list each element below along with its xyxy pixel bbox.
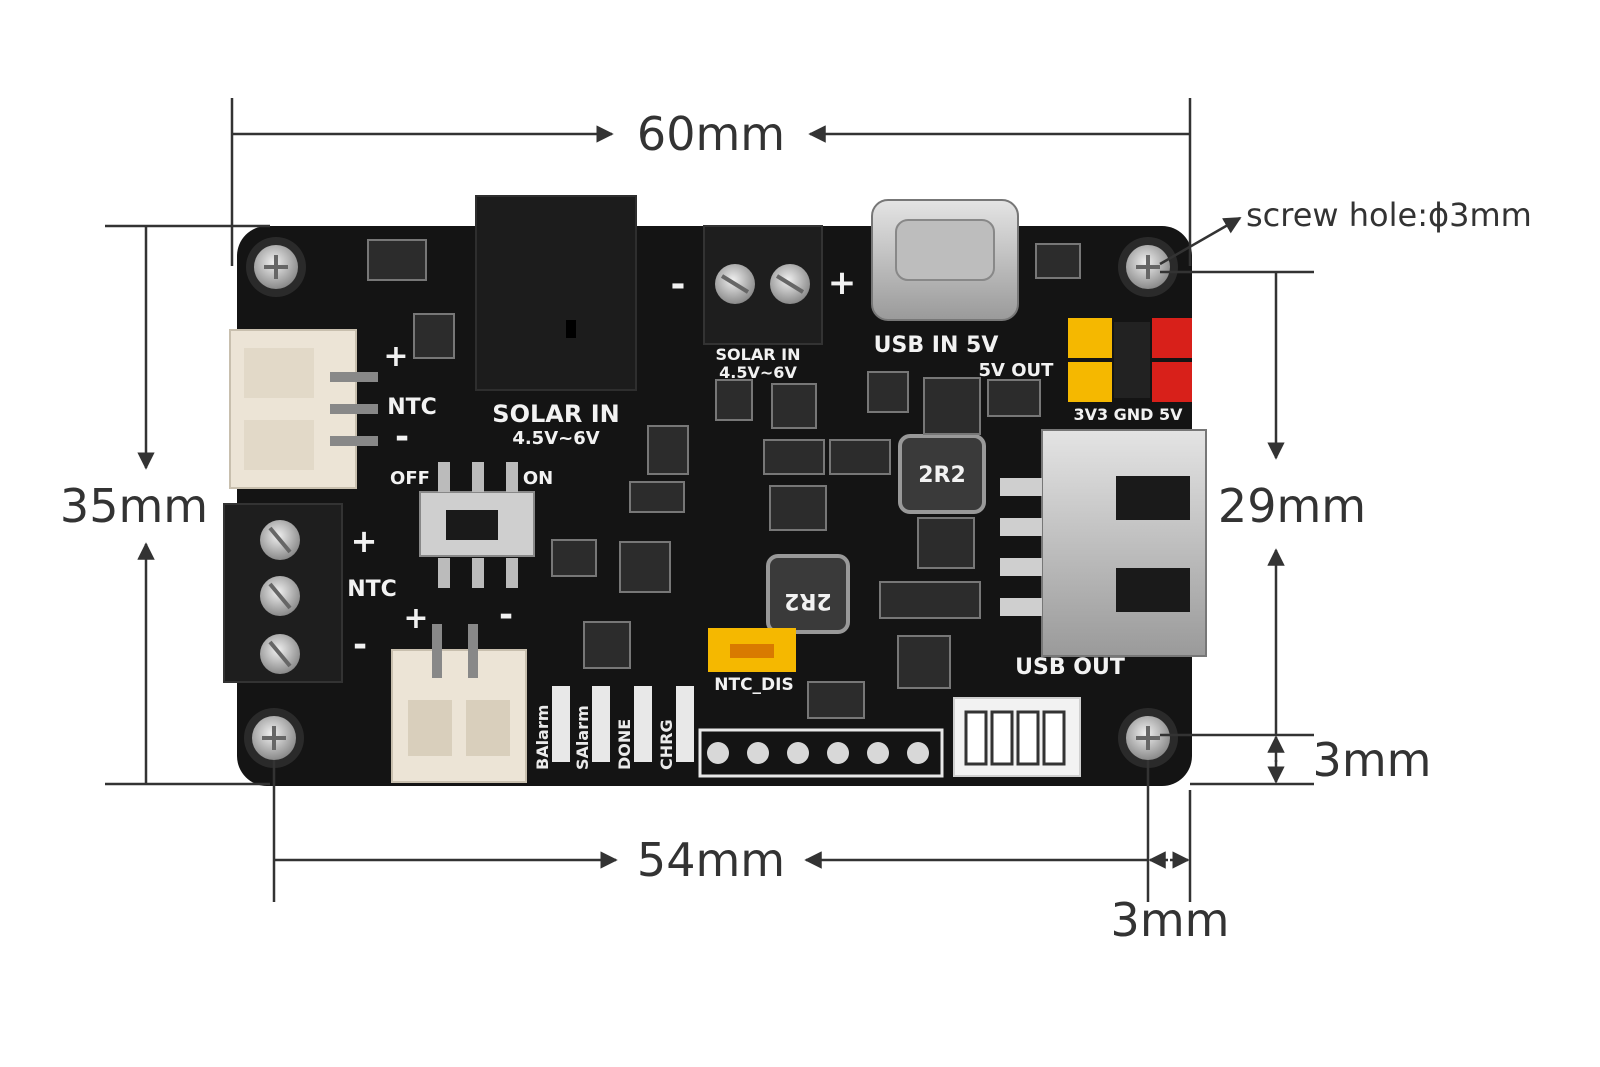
inductor-top — [898, 434, 986, 514]
usb-a-port — [1000, 429, 1207, 657]
power-slide-switch — [419, 462, 535, 588]
gpio-pin-row — [698, 728, 944, 778]
bottom-width-label: 54mm — [637, 833, 785, 887]
screw-hole-label: screw hole:ϕ3mm — [1246, 196, 1532, 234]
pin-header-jumpers — [1068, 318, 1192, 402]
battery-jst-connector — [391, 624, 527, 783]
off-label: OFF — [390, 468, 430, 489]
ntc-screw-terminal — [223, 503, 343, 683]
plus-sign-solar: + — [828, 263, 857, 303]
bottom-margin-label: 3mm — [1111, 893, 1230, 947]
ntc-top-label: NTC — [387, 395, 437, 420]
usb-c-port — [871, 199, 1019, 321]
silkscreen-labels: SOLAR IN 4.5V~6V SOLAR IN 4.5V~6V USB IN… — [347, 263, 1183, 770]
usb-out-label: USB OUT — [1015, 655, 1125, 680]
minus-sign-solar: - — [671, 264, 686, 305]
dimension-labels: 60mm 54mm 35mm 29mm 3mm 3mm screw hole:ϕ… — [60, 107, 1532, 947]
screw-icon — [1118, 708, 1178, 768]
inductor-bottom-label: 2R2 — [784, 588, 832, 613]
right-margin-label: 3mm — [1313, 733, 1432, 787]
screw-icon — [244, 708, 304, 768]
plus-sign-ntc: + — [383, 339, 408, 374]
balarm-label: BAlarm — [533, 705, 552, 770]
screw-icon — [1118, 237, 1178, 297]
ntc-dis-jumper — [708, 628, 796, 672]
mounting-screws — [244, 237, 1178, 768]
dimension-lines — [105, 98, 1314, 902]
five-v-out-label: 5V OUT — [979, 360, 1055, 381]
status-leds — [552, 686, 694, 762]
minus-sign-left: - — [353, 625, 367, 665]
solar-in-label: SOLAR IN — [492, 400, 619, 428]
minus-sign-battery: - — [499, 595, 513, 635]
battery-level-leds — [953, 697, 1081, 777]
header-labels: 3V3 GND 5V — [1073, 405, 1183, 424]
chrg-label: CHRG — [657, 719, 676, 770]
right-height-label: 29mm — [1218, 479, 1366, 533]
inductor-bottom — [766, 554, 850, 634]
left-height-label: 35mm — [60, 479, 208, 533]
solar-screw-terminal — [703, 225, 823, 345]
usb-in-label: USB IN 5V — [874, 333, 999, 358]
ntc-dis-label: NTC_DIS — [714, 675, 793, 695]
solar-in-small-range-label: 4.5V~6V — [719, 363, 797, 382]
done-label: DONE — [615, 719, 634, 770]
salarm-label: SAlarm — [573, 705, 592, 770]
solar-in-small-label: SOLAR IN — [716, 345, 801, 364]
solar-in-range-label: 4.5V~6V — [512, 428, 599, 449]
minus-sign-ntc: - — [395, 417, 409, 457]
on-label: ON — [523, 468, 553, 489]
ntc-left-label: NTC — [347, 577, 397, 602]
inductor-top-label: 2R2 — [918, 463, 966, 488]
ntc-jst-connector — [229, 329, 378, 489]
plus-sign-battery: + — [403, 601, 428, 636]
solar-dc-jack — [475, 195, 637, 391]
smd-components — [367, 239, 1081, 719]
top-width-label: 60mm — [637, 107, 785, 161]
screw-icon — [246, 237, 306, 297]
plus-sign-left: + — [351, 522, 378, 560]
